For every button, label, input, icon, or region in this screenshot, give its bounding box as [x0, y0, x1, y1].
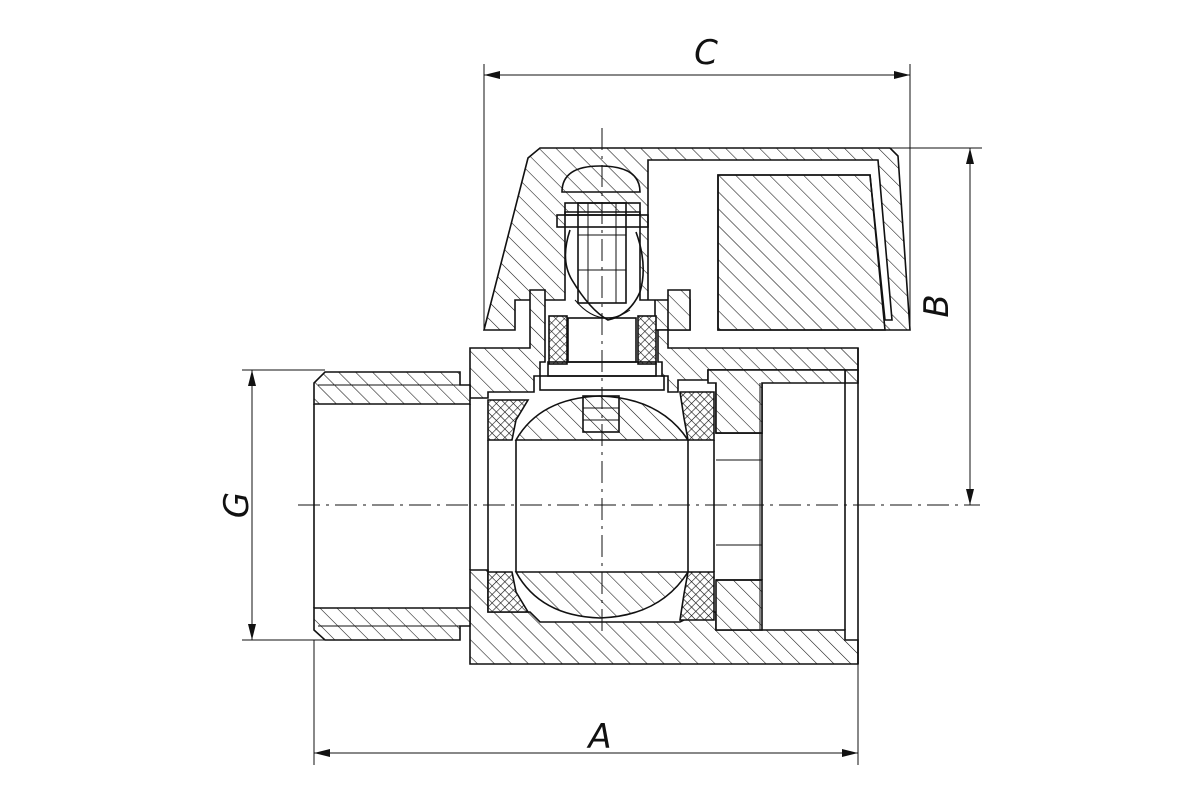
- outlet-end: [716, 383, 763, 630]
- dimension-c: C: [483, 33, 911, 330]
- seat-rings: [487, 315, 715, 621]
- handle: [482, 147, 911, 331]
- ball: [487, 395, 715, 619]
- dimension-a: A: [313, 640, 859, 765]
- valve-body: [469, 289, 859, 665]
- label-b: B: [917, 294, 957, 317]
- label-c: C: [694, 33, 718, 73]
- label-a: A: [586, 717, 611, 757]
- centre-lines: [298, 128, 980, 632]
- dimension-g: G: [217, 369, 325, 641]
- dimension-b: B: [890, 147, 982, 505]
- label-g: G: [217, 492, 257, 518]
- inlet-end: [313, 371, 471, 641]
